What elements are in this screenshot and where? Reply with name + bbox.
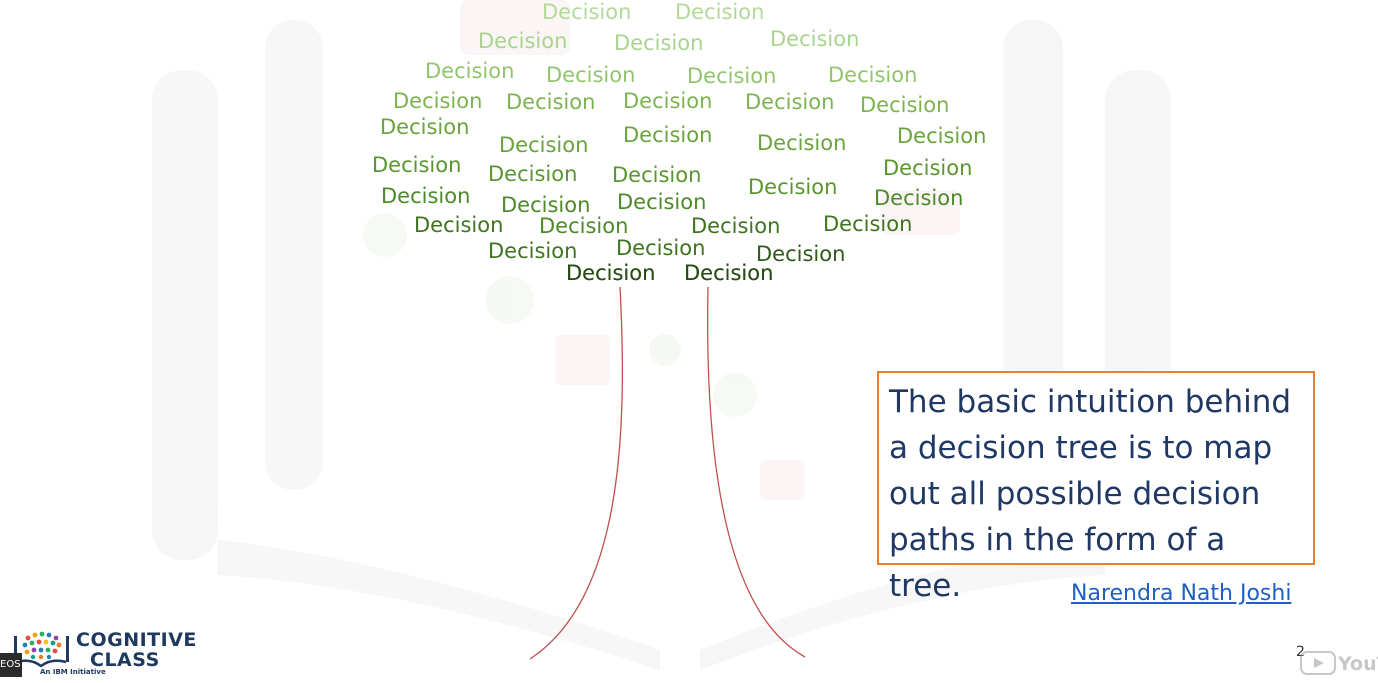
quote-text: The basic intuition behind a decision tr… xyxy=(889,384,1292,604)
tree-word: Decision xyxy=(488,239,578,263)
tree-word: Decision xyxy=(539,214,629,238)
tree-word: Decision xyxy=(546,63,636,87)
tree-word: Decision xyxy=(414,213,504,237)
tree-word: Decision xyxy=(425,59,515,83)
tree-word: Decision xyxy=(499,133,589,157)
tree-word: Decision xyxy=(897,124,987,148)
tree-word: Decision xyxy=(478,29,568,53)
tree-word: Decision xyxy=(488,162,578,186)
tree-word: Decision xyxy=(675,0,765,24)
quote-box: The basic intuition behind a decision tr… xyxy=(877,371,1315,604)
tree-word: Decision xyxy=(748,175,838,199)
cognitive-class-logo: COGNITIVE CLASS An IBM Initiative xyxy=(12,628,212,676)
tree-word: Decision xyxy=(687,64,777,88)
tree-word: Decision xyxy=(691,214,781,238)
tree-word: Decision xyxy=(614,31,704,55)
tree-word: Decision xyxy=(566,261,656,285)
tree-word: Decision xyxy=(566,261,656,285)
tree-word: Decision xyxy=(828,63,918,87)
tree-word: Decision xyxy=(372,153,462,177)
author-link[interactable]: Narendra Nath Joshi xyxy=(1071,581,1292,606)
logo-line-1: COGNITIVE xyxy=(76,629,197,651)
tree-word: Decision xyxy=(623,123,713,147)
tree-word: Decision xyxy=(745,90,835,114)
tree-word: Decision xyxy=(874,186,964,210)
tree-word: Decision xyxy=(883,156,973,180)
tree-word: Decision xyxy=(381,184,471,208)
tree-word: Decision xyxy=(380,115,470,139)
tree-word: Decision xyxy=(542,0,632,24)
logo-line-2: CLASS xyxy=(90,649,160,671)
play-icon xyxy=(1300,651,1336,675)
youtube-watermark[interactable]: YouTube xyxy=(1300,650,1378,678)
tree-word: Decision xyxy=(393,89,483,113)
slide-number: 2 xyxy=(1296,644,1305,660)
tree-word: Decision xyxy=(616,236,706,260)
tree-word: Decision xyxy=(612,163,702,187)
tree-word: Decision xyxy=(770,27,860,51)
tree-word: Decision xyxy=(757,131,847,155)
tree-word: Decision xyxy=(684,261,774,285)
tree-word: Decision xyxy=(617,190,707,214)
tree-word: Decision xyxy=(756,242,846,266)
logo-subtitle: An IBM Initiative xyxy=(40,668,106,676)
youtube-label: YouTube xyxy=(1338,653,1378,675)
book-dots-icon xyxy=(14,631,69,668)
tree-word: Decision xyxy=(860,93,950,117)
tree-word: Decision xyxy=(823,212,913,236)
tree-word: Decision xyxy=(684,261,774,285)
tree-word: Decision xyxy=(506,90,596,114)
tree-word: Decision xyxy=(501,193,591,217)
tree-word: Decision xyxy=(623,89,713,113)
overlay-left-label: EOS xyxy=(0,653,22,677)
